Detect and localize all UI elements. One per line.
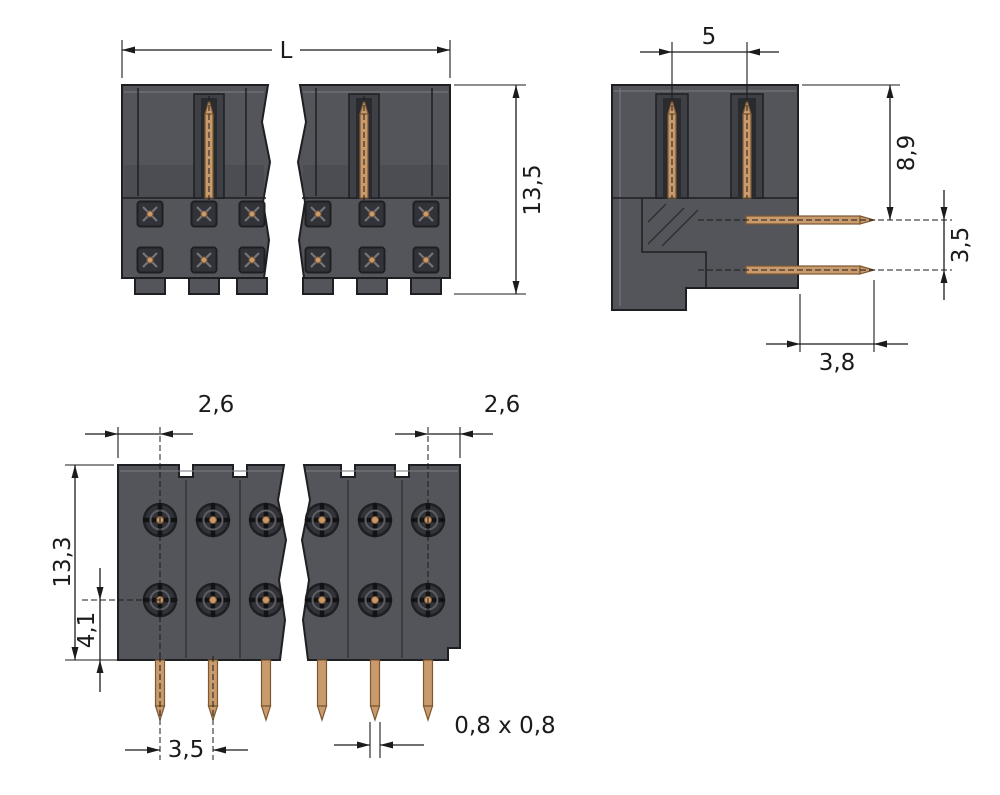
dim-label-3-8: 3,8 <box>819 350 856 376</box>
dim-label-8-9: 8,9 <box>894 135 920 172</box>
dim-front-width: L <box>121 36 451 78</box>
dim-side-depth: 3,8 <box>766 280 908 376</box>
front-pin-slot <box>193 93 225 200</box>
dim-bottom-row: 4,1 <box>74 568 118 692</box>
dim-bottom-edge-left: 2,6 <box>85 392 234 458</box>
side-vertical-pin <box>667 96 677 199</box>
side-view: 5 8,9 3,5 3,8 <box>611 24 974 376</box>
bottom-pins <box>154 659 434 721</box>
dim-bottom-pin-size: 0,8 x 0,8 <box>334 713 556 758</box>
dim-bottom-edge-right: 2,6 <box>395 392 520 458</box>
dim-label-5: 5 <box>702 24 717 50</box>
dim-label-3-5-bottom: 3,5 <box>168 737 205 763</box>
side-horizontal-pin <box>698 265 952 275</box>
side-vertical-pin <box>742 96 752 199</box>
dim-label-2-6-right: 2,6 <box>484 392 521 418</box>
bottom-body-segment-left <box>117 464 288 661</box>
front-feet <box>134 277 442 295</box>
dim-label-3-5-side: 3,5 <box>948 227 974 264</box>
dim-side-pitch: 5 <box>640 24 779 96</box>
side-horizontal-pin <box>698 215 952 225</box>
front-pin-slot <box>348 93 380 200</box>
dim-label-L: L <box>280 38 293 64</box>
dim-label-2-6-left: 2,6 <box>198 392 235 418</box>
dim-side-height: 8,9 <box>802 84 920 220</box>
dim-label-0-8: 0,8 x 0,8 <box>454 713 555 739</box>
dim-label-4-1: 4,1 <box>74 612 100 649</box>
dim-front-height: 13,5 <box>454 84 546 295</box>
dim-side-pin-gap: 3,5 <box>940 190 974 300</box>
dim-bottom-height: 13,3 <box>50 464 114 661</box>
dim-bottom-pitch: 3,5 <box>125 737 248 763</box>
dim-label-13-3: 13,3 <box>50 536 76 587</box>
dim-label-13-5: 13,5 <box>520 164 546 215</box>
front-view: L 13,5 <box>121 36 546 295</box>
bottom-view: 2,6 2,6 13,3 4,1 3,5 <box>50 392 556 763</box>
bottom-body-segment-right <box>300 464 461 661</box>
